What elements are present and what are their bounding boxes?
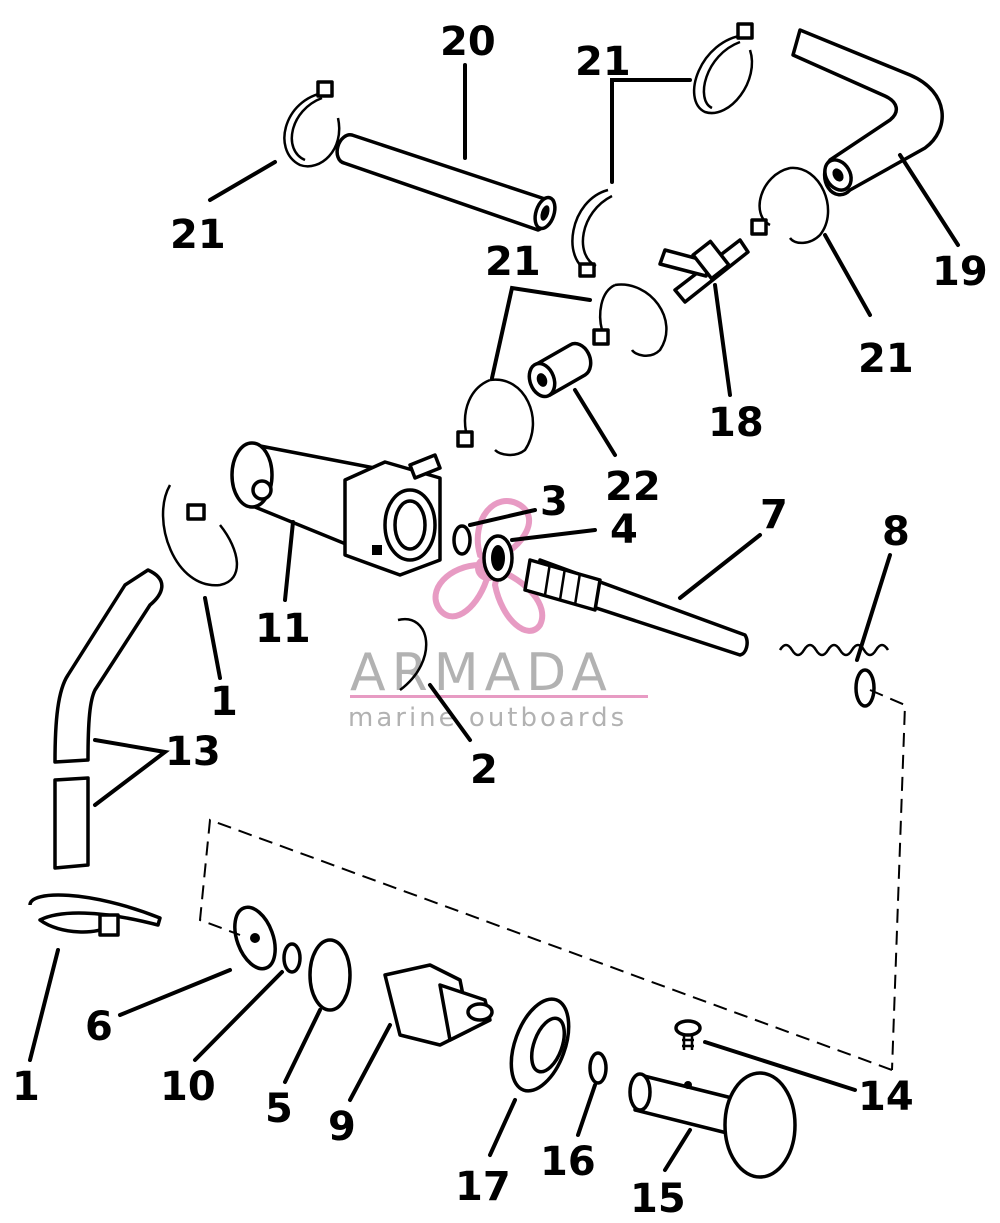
callout-3: 3 — [540, 479, 568, 525]
callout-21: 21 — [858, 336, 914, 382]
part-7-shaft — [523, 558, 749, 657]
callouts: 20 21 21 21 21 19 18 22 3 4 7 8 11 1 13 … — [12, 19, 988, 1222]
part-1-clamp-lower — [28, 893, 162, 937]
part-19-bent-hose — [791, 28, 944, 197]
part-4-o-ring — [482, 534, 514, 582]
part-22-sleeve — [527, 341, 593, 399]
callout-21: 21 — [170, 212, 226, 258]
callout-15: 15 — [630, 1176, 686, 1222]
part-18-tee-fitting — [658, 238, 750, 304]
callout-17: 17 — [455, 1164, 511, 1210]
assembly-line — [198, 689, 907, 1071]
part-3-o-ring — [452, 524, 472, 556]
callout-20: 20 — [440, 19, 496, 65]
part-17-lock-nut — [509, 997, 571, 1093]
watermark-brand: ARMADA — [350, 643, 613, 703]
callout-9: 9 — [328, 1104, 356, 1150]
callout-14: 14 — [858, 1074, 914, 1120]
part-15-plunger — [628, 1071, 797, 1179]
part-21-clamp-upper-mid — [571, 188, 613, 278]
part-13-hose-upper — [53, 568, 164, 764]
callout-2: 2 — [470, 747, 498, 793]
part-13-hose-lower — [53, 776, 90, 870]
leader-lines — [28, 63, 960, 1172]
part-14-screw — [674, 1019, 702, 1050]
part-20-hose — [335, 133, 557, 232]
part-10-o-ring — [282, 942, 302, 974]
watermark-underline — [350, 695, 648, 698]
callout-18: 18 — [708, 400, 764, 446]
part-11-valve-body — [230, 441, 442, 577]
callout-8: 8 — [882, 509, 910, 555]
callout-10: 10 — [160, 1064, 216, 1110]
part-6-washer — [233, 905, 277, 971]
watermark: ARMADA marine outboards — [348, 498, 648, 733]
part-21-clamp-mid-lower — [456, 378, 535, 457]
callout-19: 19 — [932, 249, 988, 295]
callout-6: 6 — [85, 1004, 113, 1050]
callout-22: 22 — [605, 464, 661, 510]
part-21-clamp-top-center — [693, 22, 754, 115]
part-16-o-ring — [588, 1051, 608, 1085]
part-21-clamp-mid-upper — [592, 283, 668, 357]
part-21-clamp-top-left — [283, 80, 341, 168]
part-5-o-ring — [308, 938, 352, 1012]
part-21-clamp-right — [750, 166, 830, 245]
callout-5: 5 — [265, 1086, 293, 1132]
callout-4: 4 — [610, 507, 638, 553]
watermark-tagline: marine outboards — [348, 703, 627, 733]
part-8-spring — [778, 643, 890, 708]
part-2-clip — [397, 617, 428, 691]
callout-21: 21 — [485, 239, 541, 285]
callout-21: 21 — [575, 39, 631, 85]
callout-7: 7 — [760, 492, 788, 538]
callout-1: 1 — [210, 679, 238, 725]
callout-13: 13 — [165, 729, 221, 775]
callout-1: 1 — [12, 1064, 40, 1110]
callout-11: 11 — [255, 606, 311, 652]
part-1-clamp-upper — [161, 484, 239, 587]
part-9-fitting — [383, 963, 494, 1047]
propeller-logo-icon — [432, 498, 546, 634]
callout-16: 16 — [540, 1139, 596, 1185]
